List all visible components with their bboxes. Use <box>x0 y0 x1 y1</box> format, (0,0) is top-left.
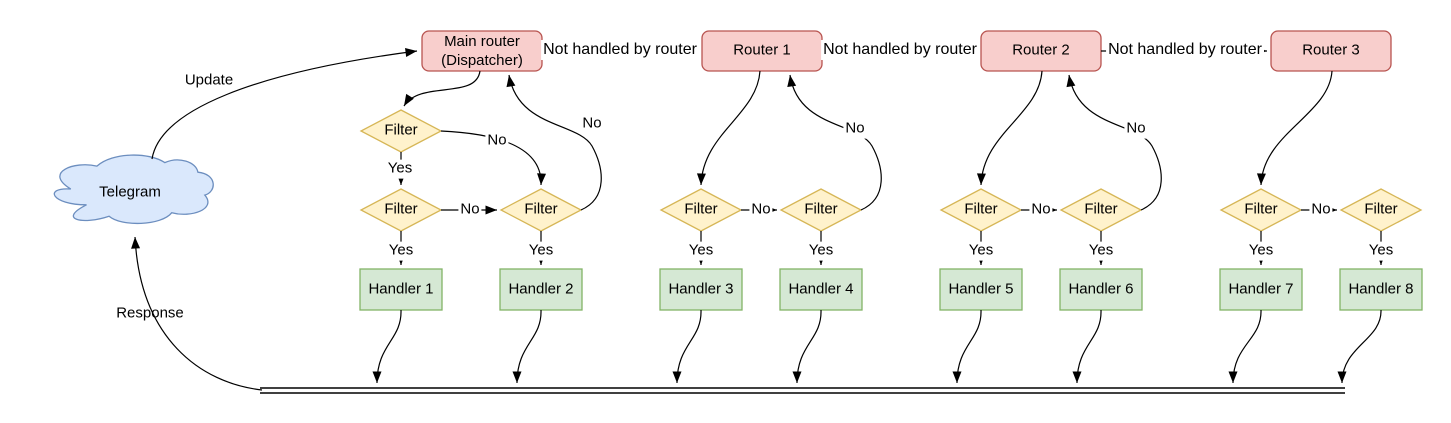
update-edge-label: Update <box>184 71 234 89</box>
handler-1-to-bus-arrow <box>372 309 402 384</box>
not-handled-label-1: Not handled by router <box>541 40 699 60</box>
handler-6-label: Handler 6 <box>1068 280 1134 298</box>
dispatcher-to-filter-a1-arrow <box>403 70 481 107</box>
handler-8-to-bus-arrow <box>1337 309 1382 384</box>
handler-4-box <box>779 268 863 311</box>
yes-label-d2: Yes <box>1366 241 1396 261</box>
handler-6-to-bus-arrow <box>1072 309 1102 384</box>
no-label-b2-return: No <box>843 119 867 139</box>
filter-c2-return-arrow <box>1066 74 1162 211</box>
handler-4-to-bus-arrow <box>792 309 822 384</box>
filter-a3-label: Filter <box>524 200 558 218</box>
router-1-label: Router 1 <box>733 41 791 59</box>
filter-d1-label: Filter <box>1244 200 1278 218</box>
telegram-cloud <box>53 154 214 225</box>
no-label-a1-a3: No <box>485 131 509 151</box>
handler-7-label: Handler 7 <box>1228 280 1294 298</box>
no-label-b1-b2: No <box>749 200 773 220</box>
handler-3-to-bus-arrow <box>672 309 702 384</box>
router-3-label: Router 3 <box>1302 41 1360 59</box>
yes-label-a2: Yes <box>386 241 416 261</box>
handler-7-box <box>1219 268 1303 311</box>
handler-2-box <box>499 268 583 311</box>
filter-a2-label: Filter <box>384 200 418 218</box>
filter-d2-label: Filter <box>1364 200 1398 218</box>
filter-a3-return-arrow <box>506 74 602 211</box>
no-label-a2-a3: No <box>458 200 482 220</box>
handler-6-box <box>1059 268 1143 311</box>
handler-8-label: Handler 8 <box>1348 280 1414 298</box>
update-arrow <box>151 48 418 160</box>
yes-label-a3: Yes <box>526 241 556 261</box>
yes-label-d1: Yes <box>1246 241 1276 261</box>
filter-b2-label: Filter <box>804 200 838 218</box>
handler-8-box <box>1339 268 1423 311</box>
yes-label-c1: Yes <box>966 241 996 261</box>
yes-label-b2: Yes <box>806 241 836 261</box>
yes-label-c2: Yes <box>1086 241 1116 261</box>
handler-1-label: Handler 1 <box>368 280 434 298</box>
telegram-label: Telegram <box>99 183 161 201</box>
router1-to-filter-b1-arrow <box>696 70 761 186</box>
filter-b2-return-arrow <box>787 74 882 211</box>
router-3-box <box>1270 30 1392 72</box>
filter-c1-label: Filter <box>964 200 998 218</box>
handler-5-label: Handler 5 <box>948 280 1014 298</box>
no-label-c2-return: No <box>1124 119 1148 139</box>
response-arrow <box>131 236 263 391</box>
filter-a1-label: Filter <box>384 121 418 139</box>
handler-3-box <box>659 268 743 311</box>
handler-2-to-bus-arrow <box>512 309 542 384</box>
router2-to-filter-c1-arrow <box>976 70 1043 186</box>
response-edge-label: Response <box>116 304 184 322</box>
router3-to-filter-d1-arrow <box>1256 70 1333 186</box>
router-2-label: Router 2 <box>1012 41 1070 59</box>
not-handled-label-3: Not handled by router <box>1106 40 1264 60</box>
filter-b1-label: Filter <box>684 200 718 218</box>
no-label-a3-return: No <box>580 114 604 134</box>
filter-c2-label: Filter <box>1084 200 1118 218</box>
handler-7-to-bus-arrow <box>1228 309 1262 384</box>
handler-5-to-bus-arrow <box>952 309 982 384</box>
handler-4-label: Handler 4 <box>788 280 854 298</box>
no-label-c1-c2: No <box>1029 200 1053 220</box>
not-handled-label-2: Not handled by router <box>821 40 979 60</box>
yes-label-a1: Yes <box>385 159 415 179</box>
yes-label-b1: Yes <box>686 241 716 261</box>
no-label-d1-d2: No <box>1309 200 1333 220</box>
handler-2-label: Handler 2 <box>508 280 574 298</box>
main-router-label: Main router (Dispatcher) <box>441 33 523 69</box>
handler-1-box <box>359 268 443 311</box>
handler-3-label: Handler 3 <box>668 280 734 298</box>
